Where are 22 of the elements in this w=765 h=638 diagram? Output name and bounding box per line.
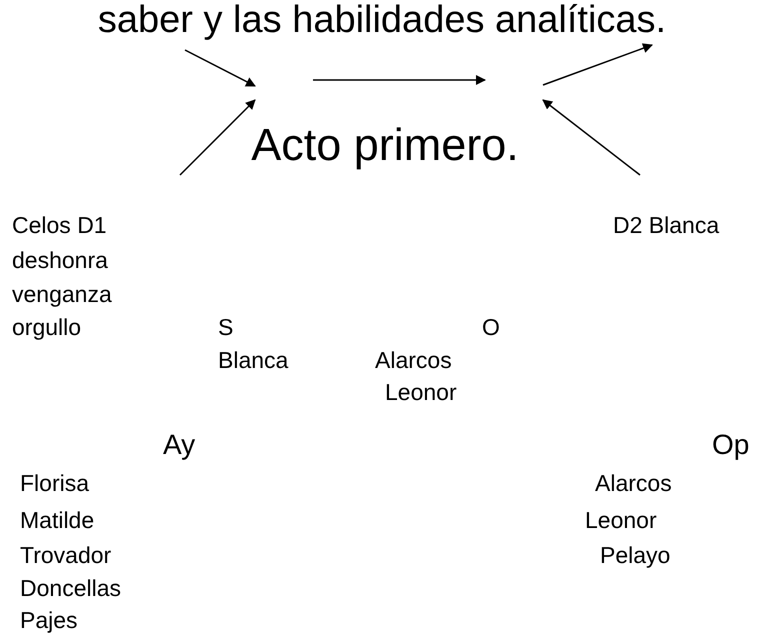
actant-label: Florisa [20,472,90,494]
actant-label: Pelayo [600,544,670,566]
actant-label: Alarcos [375,348,452,372]
actant-label: Celos D1 [12,214,107,236]
heading-fragment: saber y las habilidades analíticas. [98,1,666,39]
actant-label: Pajes [20,608,78,632]
actant-label: S [218,316,234,338]
actant-label: D2 Blanca [613,214,720,236]
actant-label: Alarcos [595,472,672,494]
actant-label: Matilde [20,508,94,532]
actant-label: orgullo [12,316,82,338]
actant-label: Doncellas [20,576,121,600]
actant-label: Blanca [218,348,288,372]
actant-label: Op [712,431,750,459]
actant-label: Leonor [585,508,657,532]
title: Acto primero. [251,122,519,167]
actant-label: Leonor [385,380,457,404]
actant-label: venganza [12,282,112,306]
actant-label: Ay [163,431,196,459]
actant-label: deshonra [12,248,108,272]
actant-label: O [482,316,500,338]
actant-label: Trovador [20,544,112,566]
